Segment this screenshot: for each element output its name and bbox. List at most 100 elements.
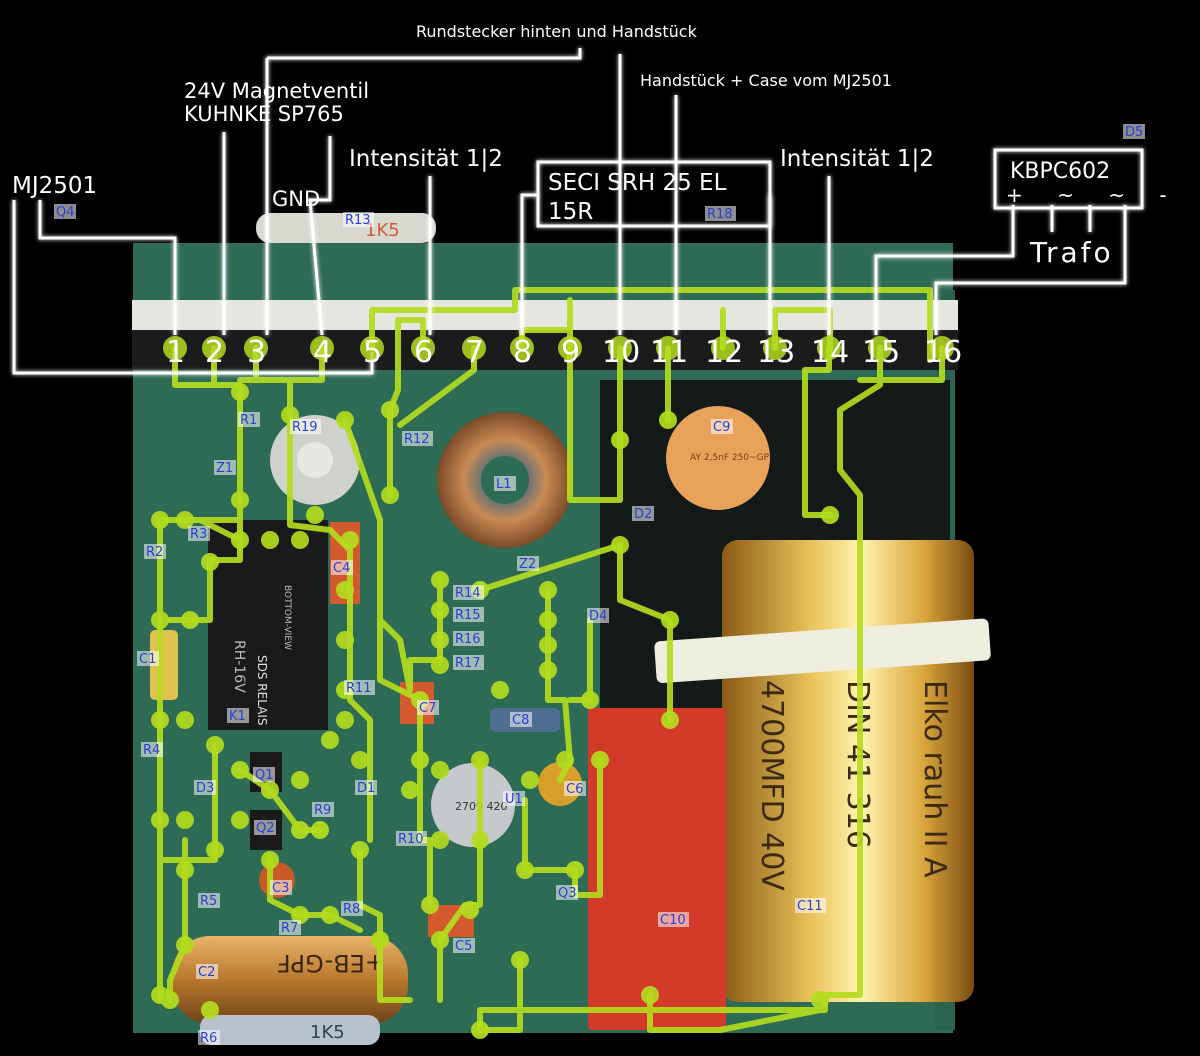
component-label-bg-d3	[194, 780, 216, 795]
label-kbpc: KBPC602	[1010, 159, 1110, 184]
component-label-r6: R6	[200, 1031, 217, 1046]
c11-brand: Elko rauh II A	[917, 680, 952, 878]
terminal-pad-10	[608, 336, 632, 360]
component-label-u1: U1	[505, 792, 523, 807]
pad-22	[231, 811, 249, 829]
wire-14	[934, 205, 1127, 335]
terminal-pad-6	[411, 336, 435, 360]
component-label-bg-d2	[632, 506, 654, 521]
terminal-pad-13	[763, 336, 787, 360]
terminal-pin-11: 11	[650, 335, 688, 370]
label-seci-1: SECI SRH 25 EL	[548, 170, 727, 196]
pad-21	[176, 861, 194, 879]
component-label-r17: R17	[455, 656, 481, 671]
wire-overlay	[12, 48, 1127, 375]
pad-43	[431, 571, 449, 589]
component-label-r12: R12	[404, 432, 430, 447]
component-label-bg-r10	[396, 831, 427, 846]
label-handstueck-case: Handstück + Case vom MJ2501	[640, 71, 892, 90]
component-label-bg-d4	[587, 608, 609, 623]
component-label-bg-r6	[198, 1030, 220, 1045]
component-label-bg-d1	[355, 780, 377, 795]
trace-19	[287, 457, 373, 843]
component-label-bg-r15	[453, 607, 484, 622]
pad-30	[201, 1001, 219, 1019]
terminal-pad-3	[244, 336, 268, 360]
wire-5	[267, 48, 582, 60]
component-label-bg-c8	[510, 712, 532, 727]
terminal-pad-8	[510, 336, 534, 360]
component-label-bg-c5	[453, 938, 475, 953]
pad-75	[471, 751, 489, 769]
label-seci-2: 15R	[548, 199, 593, 225]
component-label-r9: R9	[314, 803, 331, 818]
pad-34	[381, 486, 399, 504]
component-label-r14: R14	[455, 586, 481, 601]
pad-38	[336, 631, 354, 649]
pad-72	[811, 991, 829, 1009]
label-magnetventil-1: 24V Magnetventil	[184, 79, 369, 103]
component-label-bg-r17	[453, 655, 484, 670]
trace-17	[157, 517, 243, 543]
component-label-q4: Q4	[56, 205, 75, 220]
terminal-pad-11	[656, 336, 680, 360]
pad-58	[661, 711, 679, 729]
component-label-bg-r3	[188, 526, 210, 541]
component-label-r19: R19	[292, 420, 318, 435]
component-label-bg-c2	[196, 964, 218, 979]
r6-value: 1K5	[310, 1022, 345, 1043]
c10-body	[588, 708, 726, 1030]
pad-54	[611, 536, 629, 554]
component-label-bg-c7	[417, 700, 439, 715]
wire-13	[874, 205, 1015, 335]
pad-49	[539, 611, 557, 629]
terminal-pad-16	[930, 336, 954, 360]
pad-36	[341, 531, 359, 549]
component-label-bg-r8	[341, 901, 363, 916]
pad-40	[336, 711, 354, 729]
r19-center	[297, 442, 333, 478]
component-label-bg-q2	[254, 820, 276, 835]
trace-5	[369, 287, 933, 363]
terminal-pin-9: 9	[561, 335, 580, 370]
label-mj2501: MJ2501	[12, 173, 97, 199]
relay-text: RH-16V	[231, 640, 247, 693]
component-label-bg-r13	[343, 212, 374, 227]
terminal-pin-16: 16	[924, 335, 962, 370]
k1-relay	[208, 520, 328, 730]
pad-17	[311, 821, 329, 839]
trace-6	[387, 317, 426, 498]
terminal-pin-2: 2	[205, 335, 224, 370]
component-label-bg-q1	[253, 767, 275, 782]
label-intensitaet-left: Intensität 1|2	[349, 146, 503, 172]
label-magnetventil-2: KUHNKE SP765	[184, 102, 344, 126]
c2-marking: +EB-GPF	[277, 949, 385, 977]
u1-can	[431, 763, 515, 847]
terminal-pin-7: 7	[465, 335, 484, 370]
c11-value: 4700MFD 40V	[754, 680, 789, 891]
component-label-bg-c10	[658, 912, 689, 927]
component-label-l1: L1	[496, 477, 512, 492]
terminal-pin-14: 14	[811, 335, 849, 370]
terminal-strip	[132, 300, 958, 330]
component-label-c6: C6	[566, 782, 583, 797]
pad-10	[181, 611, 199, 629]
component-label-r13: R13	[345, 213, 371, 228]
pad-45	[431, 631, 449, 649]
component-label-d1: D1	[357, 781, 375, 796]
pad-4	[176, 511, 194, 529]
trace-33	[477, 957, 523, 1033]
component-label-c8: C8	[512, 713, 529, 728]
component-label-c1: C1	[139, 652, 156, 667]
pad-8	[201, 553, 219, 571]
component-label-bg-r14	[453, 585, 484, 600]
component-label-r10: R10	[398, 832, 424, 847]
pad-60	[591, 751, 609, 769]
component-label-bg-d5	[1123, 124, 1145, 139]
pad-29	[161, 991, 179, 1009]
component-label-r8: R8	[343, 902, 360, 917]
terminal-pad-7	[462, 336, 486, 360]
pad-56	[821, 506, 839, 524]
